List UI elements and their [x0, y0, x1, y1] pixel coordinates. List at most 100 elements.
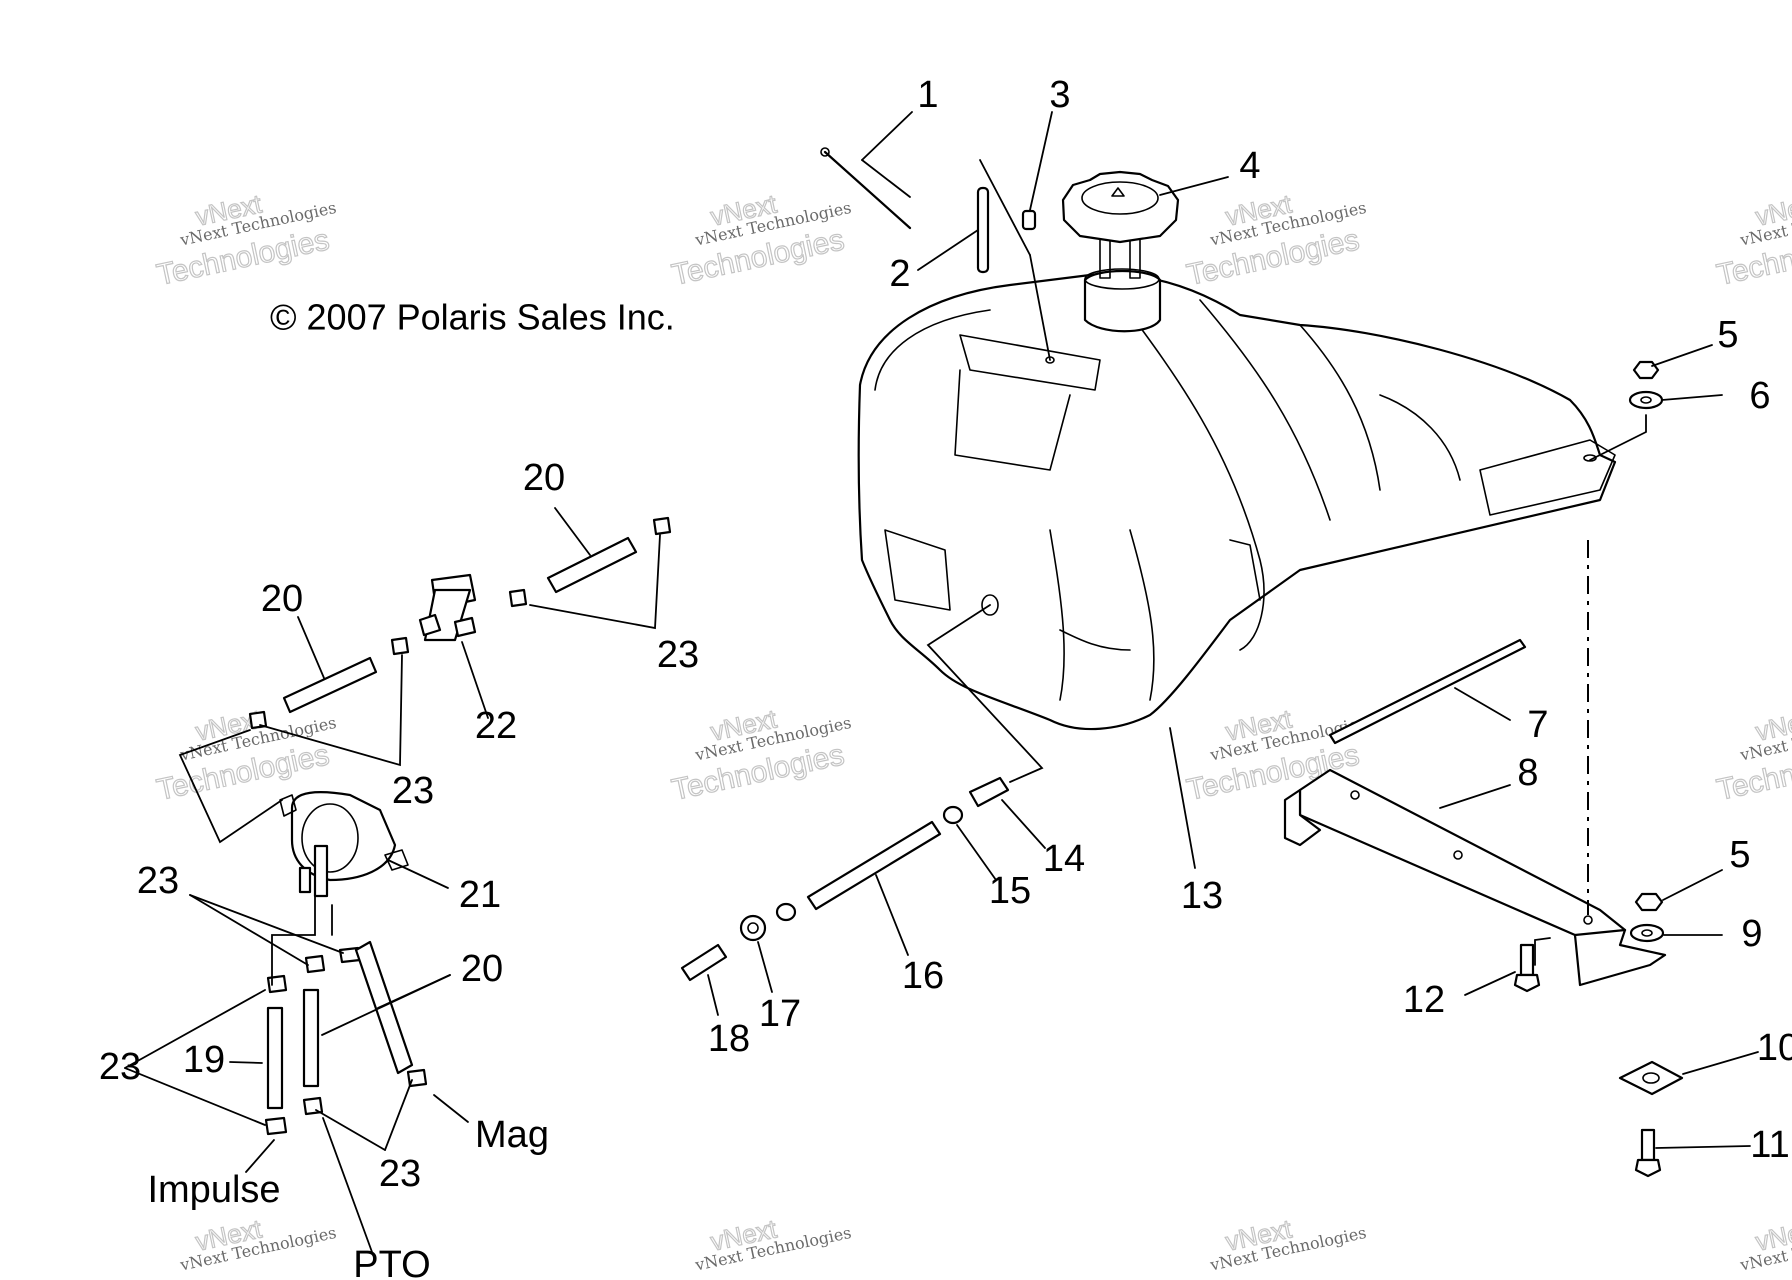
bolt-shank	[1519, 943, 1535, 977]
hose-clamp	[304, 954, 326, 974]
tank-contour	[1119, 299, 1265, 651]
fuel-line-hose	[282, 656, 378, 714]
callout-7: 7	[1527, 704, 1548, 746]
hose-clamp	[942, 805, 964, 825]
valve-port	[418, 613, 442, 637]
leader-line	[1464, 971, 1516, 996]
bolt-head	[1513, 973, 1541, 993]
leader-line	[124, 1067, 266, 1126]
leader-line	[554, 507, 591, 556]
leader-line	[124, 989, 266, 1069]
callout-10: 10	[1757, 1027, 1792, 1069]
callout-4: 4	[1239, 145, 1260, 187]
square-washer-plate	[1618, 1060, 1684, 1096]
leader-line	[259, 654, 403, 767]
callout-21: 21	[459, 874, 501, 916]
filler-neck-opening	[1084, 268, 1160, 290]
leader-line	[322, 1117, 373, 1253]
leader-line	[707, 974, 719, 1016]
leader-line	[245, 1139, 275, 1173]
pump-tab	[384, 849, 409, 871]
leader-line	[757, 941, 773, 993]
washer-hole	[1640, 396, 1652, 404]
leader-line	[979, 159, 1031, 256]
callout-9: 9	[1741, 913, 1762, 955]
callout-20: 20	[261, 578, 303, 620]
pto-hose	[302, 988, 320, 1088]
fuel-shutoff-valve	[418, 573, 477, 642]
pump-nipple	[298, 866, 312, 894]
cable-tie-head	[820, 147, 830, 157]
leader-line	[461, 641, 489, 719]
tank-contour	[1229, 539, 1261, 601]
nut-bottom	[1634, 892, 1664, 912]
grommet	[739, 914, 767, 942]
washer-bottom	[1629, 923, 1665, 943]
label-mag: Mag	[475, 1114, 549, 1156]
tank-contour	[1049, 529, 1065, 701]
fuel-hose	[806, 820, 942, 911]
hose-fitting	[968, 776, 1010, 808]
leader-line	[1651, 344, 1713, 367]
hose-clamp	[652, 516, 672, 536]
leader-line	[1682, 1051, 1759, 1075]
tank-heat-shield	[959, 334, 1101, 391]
callout-13: 13	[1181, 875, 1223, 917]
leader-line	[1662, 869, 1723, 901]
leader-line	[384, 1079, 413, 1151]
callout-23: 23	[99, 1046, 141, 1088]
tank-contour	[1059, 629, 1131, 651]
callout-1: 1	[917, 74, 938, 116]
leader-line	[189, 894, 344, 954]
bracket-end-right	[1573, 928, 1667, 987]
tank-contour	[1129, 529, 1155, 701]
tank-mount-tab	[1479, 439, 1616, 516]
tank-contour	[1299, 324, 1381, 491]
callout-23: 23	[657, 634, 699, 676]
vent-fitting	[1021, 209, 1037, 231]
callout-20: 20	[461, 948, 503, 990]
tank-contour	[1199, 299, 1331, 521]
leader-line	[1589, 414, 1647, 461]
grommet-hole	[747, 922, 759, 934]
leader-line	[861, 111, 913, 161]
fuel-cap-top	[1081, 181, 1159, 215]
fuel-cap-arrow	[1111, 187, 1125, 197]
callout-6: 6	[1749, 375, 1770, 417]
fuel-line-hose	[546, 536, 638, 594]
leader-line	[1439, 784, 1511, 809]
pin	[976, 186, 990, 274]
tank-sump	[884, 529, 951, 611]
leader-line	[529, 534, 661, 630]
leader-line	[861, 159, 911, 198]
bracket-end-left	[1283, 788, 1322, 847]
leader-line	[1454, 687, 1511, 721]
bracket-body	[1298, 768, 1627, 962]
washer-hole	[1641, 929, 1653, 937]
leader-line	[189, 894, 309, 966]
bracket-hole	[1583, 915, 1593, 925]
callout-numbers: 1 2 3 4 5 6 7 8 5 9 10 11 12 13 14 15 16…	[99, 74, 1792, 1195]
leader-line	[178, 729, 283, 844]
hose-clamp	[266, 974, 288, 994]
hose-clamp	[406, 1068, 428, 1088]
tank-panel	[954, 369, 1071, 471]
callout-18: 18	[708, 1018, 750, 1060]
leader-line	[297, 616, 325, 679]
copyright-notice: © 2007 Polaris Sales Inc.	[270, 297, 675, 338]
leader-line	[917, 229, 979, 271]
hose-clamp	[390, 636, 410, 656]
bolt-head	[1634, 1158, 1662, 1178]
foam-pad-strip	[1328, 638, 1527, 745]
fuel-cap	[1061, 170, 1180, 244]
callout-12: 12	[1403, 979, 1445, 1021]
callout-23: 23	[137, 860, 179, 902]
callout-23: 23	[392, 770, 434, 812]
fuel-pump	[279, 791, 409, 898]
plate-hole	[1642, 1072, 1660, 1084]
leader-line	[1169, 727, 1196, 869]
bracket-hole	[1350, 790, 1360, 800]
mag-hose	[354, 940, 414, 1075]
mounting-bracket	[1283, 768, 1667, 987]
